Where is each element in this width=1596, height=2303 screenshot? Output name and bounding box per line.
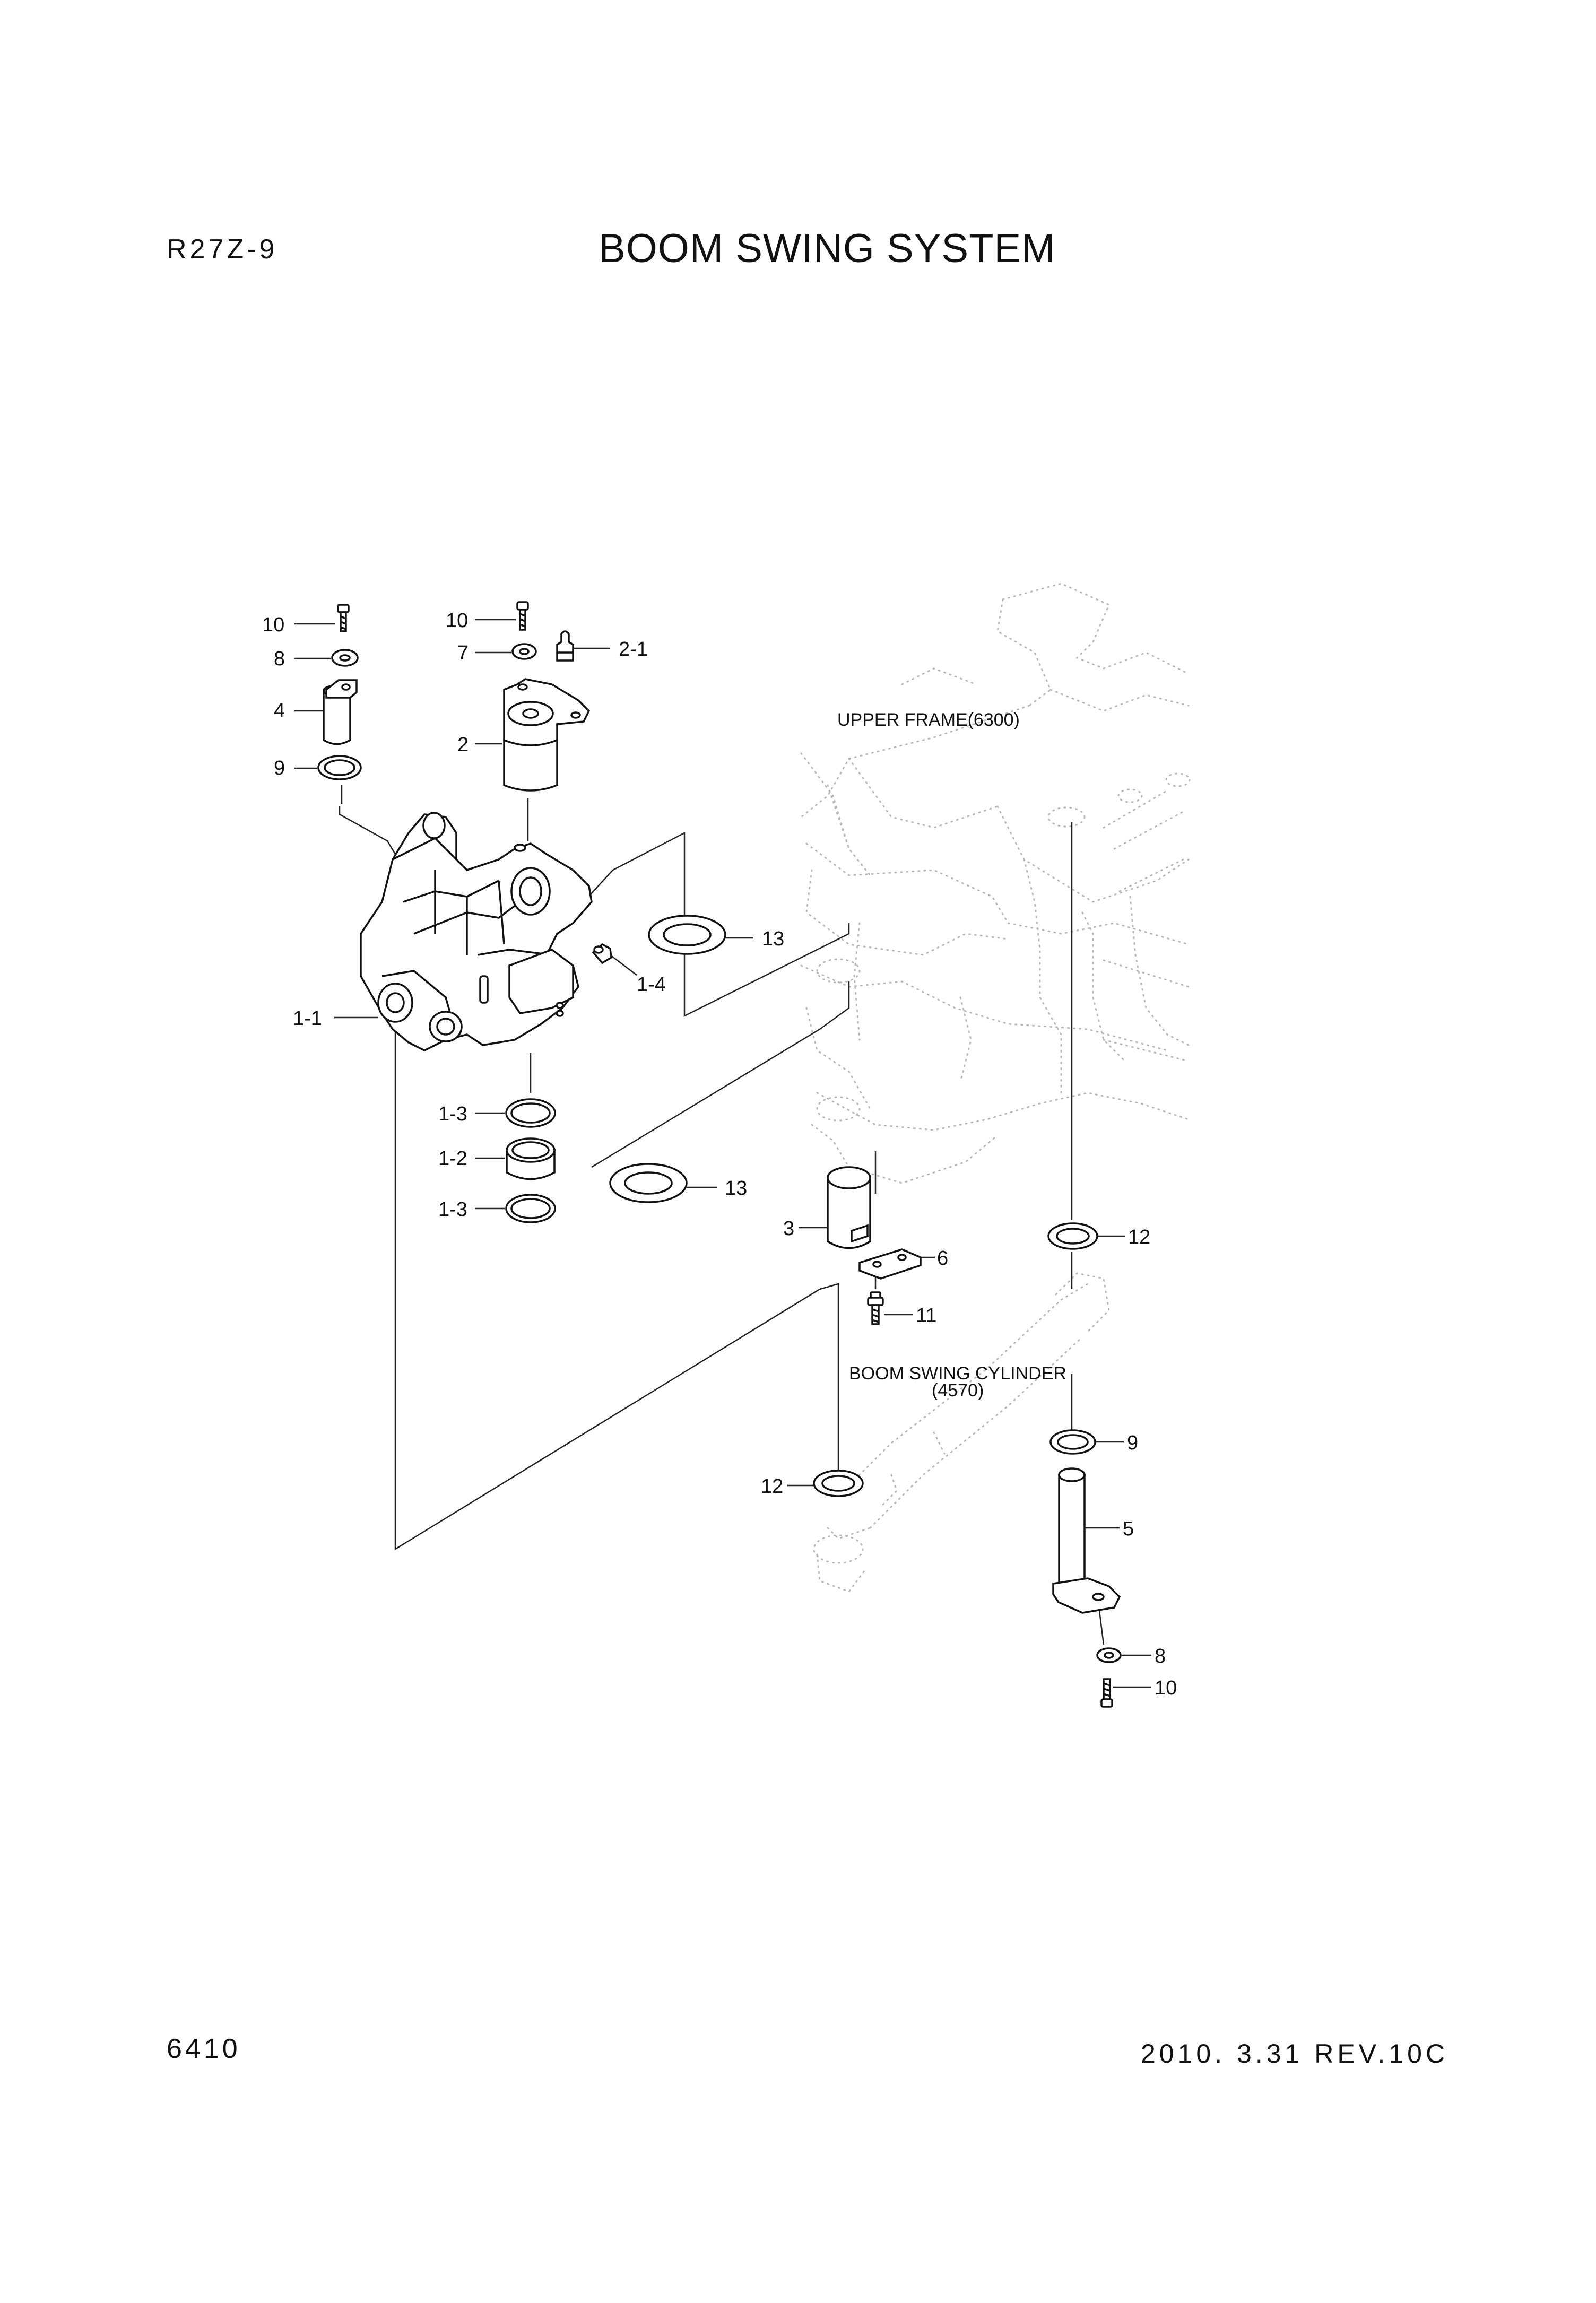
callout-1-3: 1-3 [438, 1198, 467, 1221]
bushing-part-1-2 [506, 1137, 556, 1180]
callout-10: 10 [1155, 1677, 1177, 1699]
callout-11: 11 [916, 1305, 936, 1327]
callout-12: 12 [761, 1475, 783, 1498]
callout-1-2: 1-2 [438, 1148, 467, 1170]
callout-6: 6 [937, 1247, 948, 1270]
boom-swing-cylinder-ref-label: BOOM SWING CYLINDER [849, 1363, 1066, 1384]
grease-fitting-part-2-1 [556, 630, 574, 662]
washer-part-8-right [1096, 1647, 1122, 1663]
callout-8: 8 [1155, 1645, 1166, 1667]
callout-10: 10 [262, 614, 284, 636]
callout-13: 13 [725, 1177, 747, 1200]
callout-leaders [294, 619, 1151, 1688]
plate-part-6 [858, 1248, 922, 1280]
shim-part-13-upper [648, 915, 726, 955]
seal-part-1-3-lower [505, 1194, 556, 1223]
callout-2: 2 [457, 734, 469, 756]
callout-7: 7 [457, 642, 469, 664]
callout-1-1: 1-1 [293, 1007, 322, 1030]
boom-swing-cylinder-ghost [813, 1272, 1110, 1593]
boom-swing-cylinder-ref-number: (4570) [932, 1380, 984, 1401]
ring-part-9-left [317, 755, 362, 780]
washer-part-8-left [331, 649, 359, 667]
bolt-part-11 [867, 1291, 884, 1325]
callout-8: 8 [274, 648, 285, 670]
callout-1-4: 1-4 [637, 974, 666, 996]
callout-10: 10 [446, 610, 468, 632]
page-number: 6410 [167, 2033, 241, 2064]
upper-frame-ref-label: UPPER FRAME(6300) [837, 710, 1020, 730]
callout-9: 9 [274, 757, 285, 779]
revision-date: 2010. 3.31 REV.10C [1141, 2039, 1449, 2069]
callout-2-1: 2-1 [619, 638, 648, 661]
callout-9: 9 [1127, 1432, 1138, 1454]
ring-part-12-right [1047, 1222, 1098, 1250]
pin-part-5 [1052, 1467, 1121, 1614]
callout-3: 3 [783, 1218, 794, 1240]
bracket-part-1-1 [360, 812, 593, 1051]
upper-frame-ghost [800, 583, 1191, 1184]
ring-part-9-right [1049, 1429, 1096, 1455]
bushing-part-2 [503, 678, 591, 792]
callout-5: 5 [1123, 1518, 1134, 1540]
seal-part-1-3-upper [505, 1098, 556, 1128]
bolt-part-10-left [337, 604, 350, 632]
page-title: BOOM SWING SYSTEM [598, 226, 1056, 271]
pin-part-4 [323, 679, 358, 745]
washer-part-7 [511, 643, 537, 660]
bolt-part-10-right [1100, 1678, 1113, 1708]
callout-13: 13 [762, 928, 784, 950]
grease-nipple-part-1-4 [592, 943, 612, 964]
callout-4: 4 [274, 700, 285, 722]
pin-part-3 [827, 1166, 871, 1249]
model-code: R27Z-9 [167, 234, 278, 265]
shim-part-13-lower [609, 1163, 688, 1203]
callout-numbers: 10 8 4 9 10 7 2-1 2 13 1-4 1-1 1-3 1-2 1… [262, 610, 1177, 1699]
callout-1-3: 1-3 [438, 1103, 467, 1125]
ring-part-12-lower [813, 1470, 864, 1497]
bolt-part-10-center [516, 601, 529, 631]
callout-12: 12 [1128, 1226, 1150, 1248]
